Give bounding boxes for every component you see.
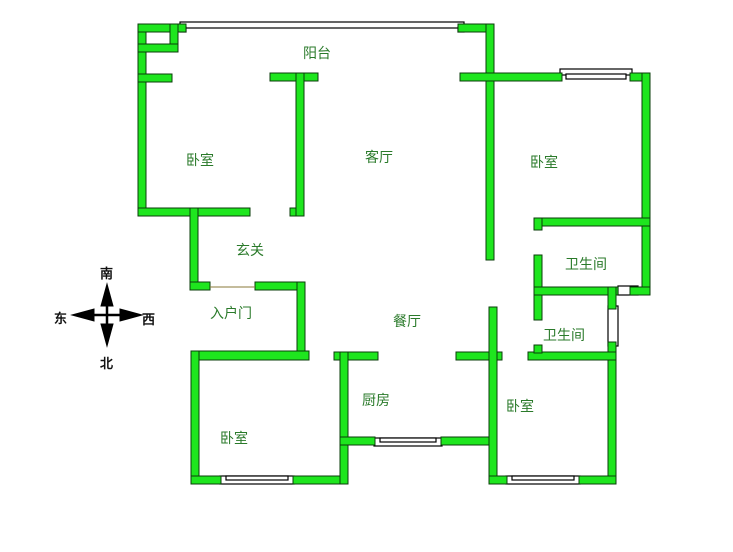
compass-label-right: 西 (142, 313, 156, 328)
room-label-balcony: 阳台 (303, 46, 331, 62)
room-label-bedroom-ne: 卧室 (530, 155, 558, 171)
compass-label-left: 东 (54, 312, 68, 327)
room-label-entrance-door: 入户门 (210, 306, 252, 322)
room-label-living-room: 客厅 (365, 150, 393, 166)
room-label-bedroom-nw: 卧室 (186, 153, 214, 169)
compass-label-top: 南 (100, 267, 114, 282)
compass-arrows-icon (70, 282, 144, 348)
walls (137, 23, 651, 485)
room-label-bathroom-1: 卫生间 (565, 257, 607, 273)
room-label-bedroom-sw: 卧室 (220, 431, 248, 447)
room-label-foyer: 玄关 (236, 243, 264, 259)
compass-label-bottom: 北 (100, 357, 114, 372)
room-label-dining-room: 餐厅 (393, 314, 421, 330)
room-label-bathroom-2: 卫生间 (543, 328, 585, 344)
room-label-bedroom-se: 卧室 (506, 399, 534, 415)
room-label-kitchen: 厨房 (362, 393, 390, 409)
